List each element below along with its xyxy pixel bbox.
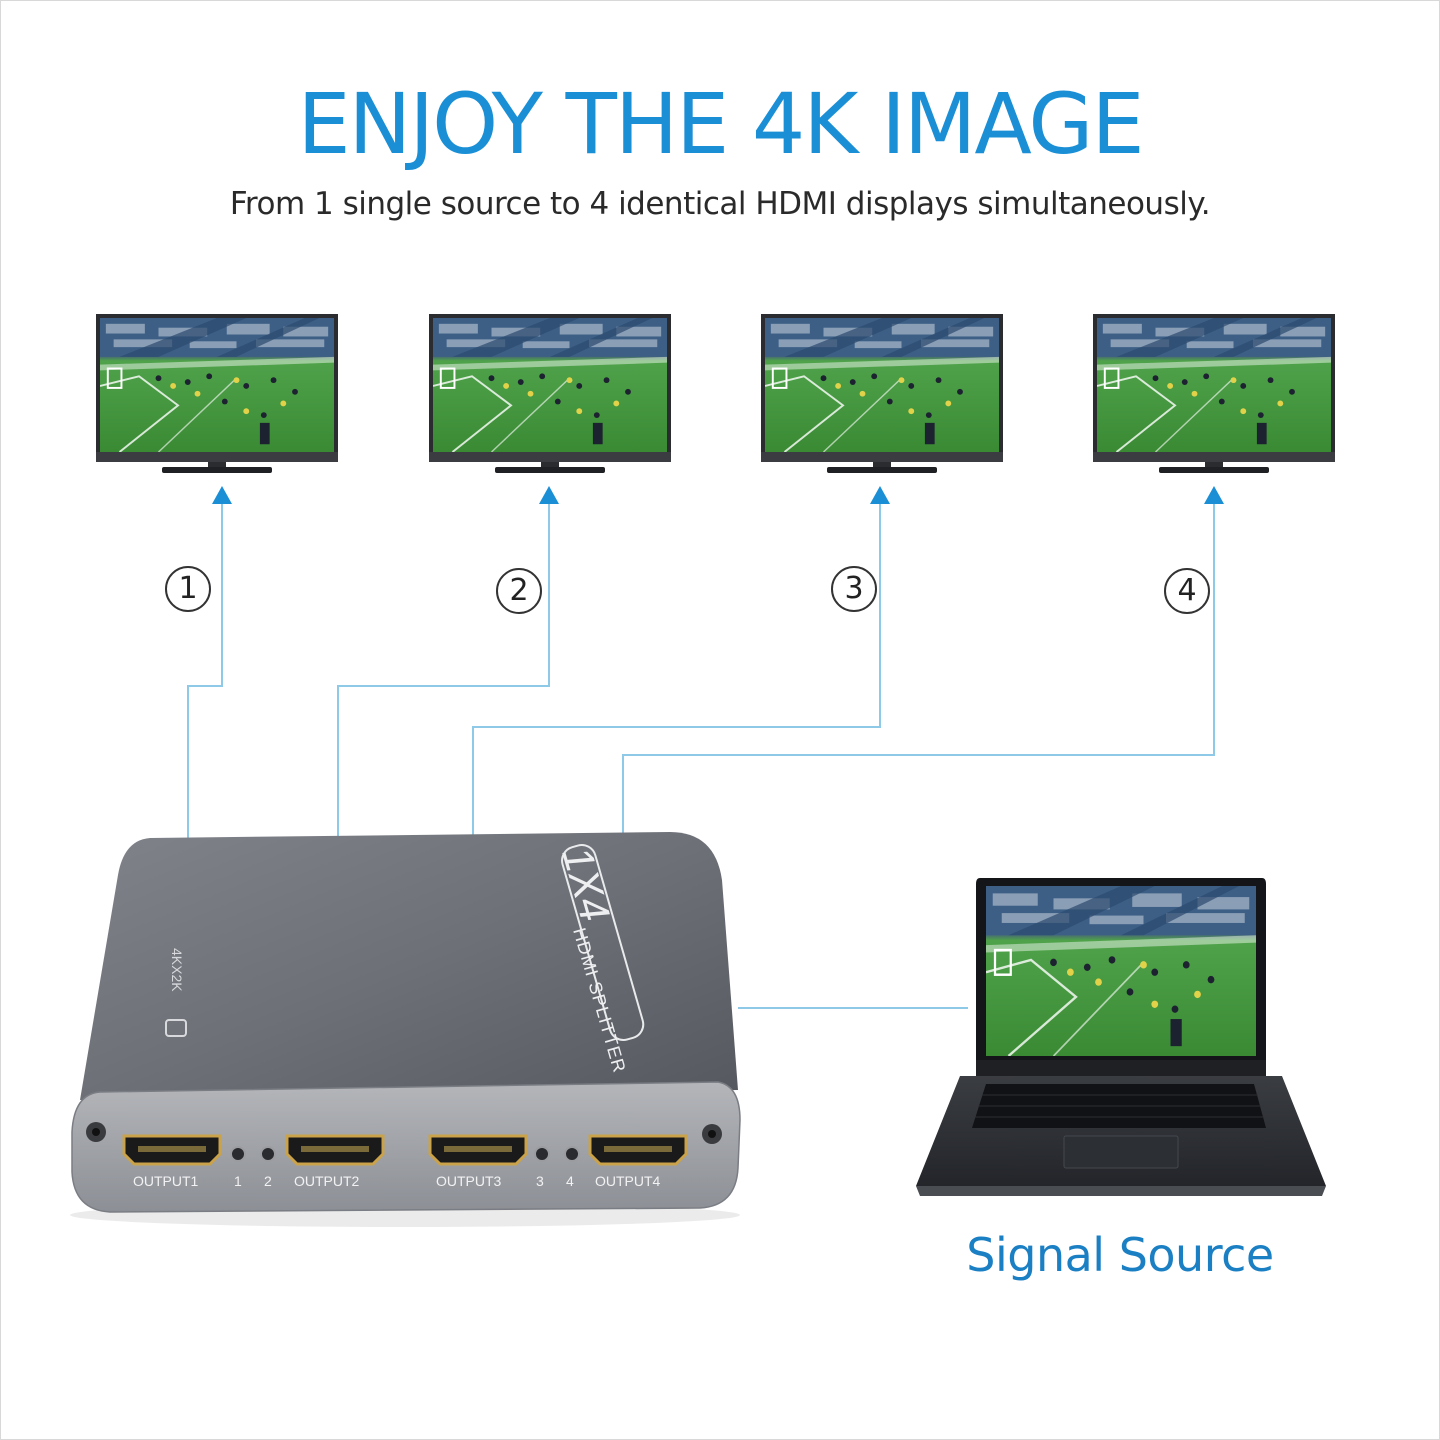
output-badge-4: 4 [1177,573,1197,608]
arrow-up-icon [212,486,232,504]
page-subtitle: From 1 single source to 4 identical HDMI… [229,186,1211,222]
television-4 [1093,314,1335,473]
led-label-2: 2 [264,1173,272,1189]
hdmi-splitter: 1X4 HDMI SPLITTER 4KX2K OUTPUT1 1 2 OUTP… [70,832,741,1227]
hd-logo-icon [165,1019,187,1037]
led-label-4: 4 [566,1173,574,1189]
badge-circles [165,566,1210,614]
output-badge-2: 2 [509,573,529,608]
television-2 [429,314,671,473]
arrow-up-icon [870,486,890,504]
resolution-text: 4KX2K [169,948,185,992]
page-title: ENJOY THE 4K IMAGE [297,75,1144,173]
signal-source-label: Signal Source [966,1228,1274,1282]
arrow-up-icon [1204,486,1224,504]
touchpad [1063,1135,1179,1169]
port-label-3: OUTPUT3 [436,1173,502,1189]
port-label-2: OUTPUT2 [294,1173,360,1189]
port-label-1: OUTPUT1 [133,1173,199,1189]
arrow-up-icon [539,486,559,504]
laptop [916,878,1326,1196]
television-1 [96,314,338,473]
output-badge-3: 3 [844,571,864,606]
output-badge-1: 1 [178,571,198,606]
led-label-1: 1 [234,1173,242,1189]
arrows [212,486,1224,504]
port-label-4: OUTPUT4 [595,1173,661,1189]
led-label-3: 3 [536,1173,544,1189]
tv-group [96,314,1335,473]
television-3 [761,314,1003,473]
